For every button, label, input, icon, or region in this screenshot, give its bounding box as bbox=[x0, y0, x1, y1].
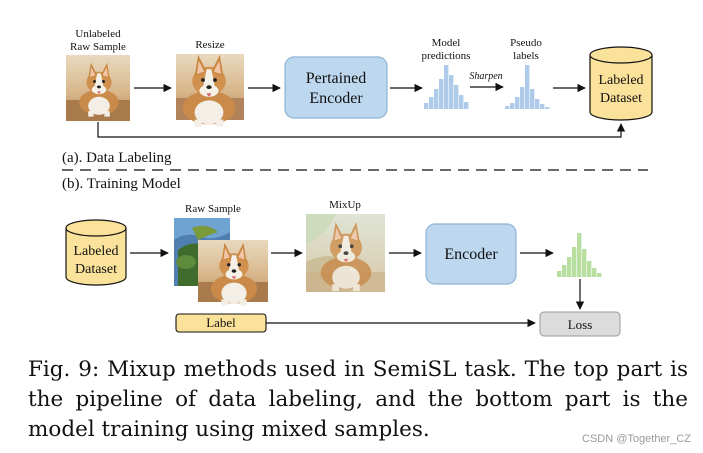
label-box-text: Label bbox=[206, 315, 236, 330]
histogram-bar bbox=[587, 261, 592, 277]
histogram-bar bbox=[505, 106, 510, 109]
histogram-bar bbox=[545, 107, 550, 109]
model-predictions-title-line2: predictions bbox=[422, 50, 471, 62]
histogram-bar bbox=[515, 97, 520, 109]
labeled-dataset-cylinder-top: Labeled Dataset bbox=[589, 46, 653, 121]
bottom-dataset-label-line2: Dataset bbox=[75, 262, 117, 277]
histogram-bar bbox=[449, 75, 454, 109]
histogram-bar bbox=[525, 65, 530, 109]
histogram-bar bbox=[540, 104, 545, 109]
histogram-bar bbox=[597, 273, 602, 277]
histogram-bar bbox=[510, 103, 515, 109]
histogram-bar bbox=[429, 97, 434, 109]
encoder-box-bottom: Encoder bbox=[425, 223, 517, 285]
mixup-title: MixUp bbox=[329, 199, 361, 211]
histogram-bar bbox=[557, 271, 562, 277]
histogram-bar bbox=[572, 247, 577, 277]
histogram-bar bbox=[459, 95, 464, 109]
histogram-bar bbox=[424, 103, 429, 109]
histogram-bar bbox=[592, 268, 597, 277]
dataset-label-line1: Labeled bbox=[598, 73, 643, 88]
histogram-bar bbox=[577, 233, 582, 277]
loss-box: Loss bbox=[539, 311, 621, 337]
histogram-bar bbox=[464, 102, 469, 109]
histogram-bar bbox=[520, 87, 525, 109]
figure-caption: Fig. 9: Mixup methods used in SemiSL tas… bbox=[28, 357, 688, 442]
histogram-bar bbox=[444, 65, 449, 109]
sharpen-label: Sharpen bbox=[469, 71, 502, 82]
pseudo-labels-histogram bbox=[505, 65, 550, 109]
histogram-bar bbox=[434, 89, 439, 109]
bottom-dataset-label-line1: Labeled bbox=[73, 244, 118, 259]
pseudo-labels-title-line1: Pseudo bbox=[510, 37, 542, 49]
section-label-training-model: (b). Training Model bbox=[62, 176, 181, 192]
raw-sample-title-line1: Unlabeled bbox=[75, 28, 121, 40]
pertained-encoder-box: Pertained Encoder bbox=[284, 56, 388, 119]
output-histogram bbox=[557, 233, 602, 277]
raw-sample-title-bottom: Raw Sample bbox=[185, 203, 241, 215]
bottom-encoder-label: Encoder bbox=[444, 246, 498, 263]
histogram-bar bbox=[582, 249, 587, 277]
raw-sample-title-line2: Raw Sample bbox=[70, 41, 126, 53]
labeled-dataset-cylinder-bottom: Labeled Dataset bbox=[65, 219, 127, 286]
encoder-label-line1: Pertained bbox=[306, 70, 366, 87]
unlabeled-corgi-image bbox=[66, 55, 130, 121]
section-label-data-labeling: (a). Data Labeling bbox=[62, 150, 172, 166]
encoder-label-line2: Encoder bbox=[309, 90, 363, 107]
model-predictions-histogram bbox=[424, 65, 469, 109]
histogram-bar bbox=[567, 257, 572, 277]
histogram-bar bbox=[562, 265, 567, 277]
histogram-bar bbox=[454, 85, 459, 109]
histogram-bar bbox=[439, 79, 444, 109]
resized-corgi-image bbox=[176, 54, 244, 127]
mixup-image bbox=[306, 214, 385, 292]
model-predictions-title-line1: Model bbox=[432, 37, 461, 49]
histogram-bar bbox=[530, 89, 535, 109]
watermark: CSDN @Together_CZ bbox=[582, 433, 691, 445]
resize-title: Resize bbox=[195, 39, 224, 51]
label-box: Label bbox=[175, 313, 267, 333]
histogram-bar bbox=[535, 99, 540, 109]
dataset-label-line2: Dataset bbox=[600, 91, 642, 106]
pseudo-labels-title-line2: labels bbox=[513, 50, 539, 62]
feedback-arrow-loop bbox=[97, 122, 626, 138]
raw-sample-corgi-image bbox=[198, 240, 268, 306]
loss-box-text: Loss bbox=[568, 317, 593, 332]
